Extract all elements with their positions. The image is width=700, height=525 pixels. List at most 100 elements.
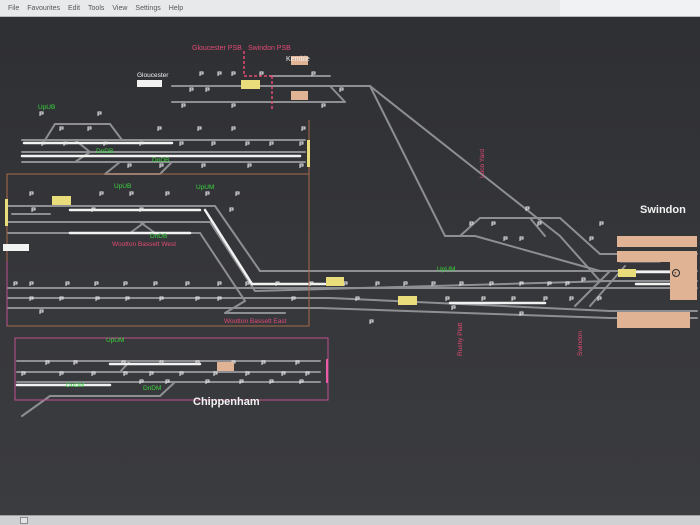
signal-icon[interactable] xyxy=(519,311,524,316)
train-berth[interactable] xyxy=(398,296,417,305)
signal-icon[interactable] xyxy=(245,141,250,146)
signal-icon[interactable] xyxy=(103,141,108,146)
signal-icon[interactable] xyxy=(269,379,274,384)
menu-file[interactable]: File xyxy=(8,4,20,12)
menu-view[interactable]: View xyxy=(112,4,128,12)
train-berth[interactable] xyxy=(618,269,636,277)
signal-icon[interactable] xyxy=(281,371,286,376)
signal-icon[interactable] xyxy=(565,281,570,286)
signal-icon[interactable] xyxy=(205,87,210,92)
signal-icon[interactable] xyxy=(597,296,602,301)
signal-icon[interactable] xyxy=(41,141,46,146)
signal-icon[interactable] xyxy=(431,281,436,286)
signal-icon[interactable] xyxy=(481,296,486,301)
signal-icon[interactable] xyxy=(94,281,99,286)
signal-icon[interactable] xyxy=(39,111,44,116)
signal-icon[interactable] xyxy=(339,87,344,92)
signal-icon[interactable] xyxy=(375,281,380,286)
signal-icon[interactable] xyxy=(179,371,184,376)
signal-icon[interactable] xyxy=(63,141,68,146)
signal-icon[interactable] xyxy=(305,371,310,376)
signal-icon[interactable] xyxy=(211,141,216,146)
signal-icon[interactable] xyxy=(73,360,78,365)
signal-icon[interactable] xyxy=(269,141,274,146)
signal-icon[interactable] xyxy=(311,71,316,76)
train-berth[interactable] xyxy=(326,277,344,286)
signal-icon[interactable] xyxy=(165,379,170,384)
signal-icon[interactable] xyxy=(547,281,552,286)
signal-icon[interactable] xyxy=(275,281,280,286)
signal-icon[interactable] xyxy=(201,163,206,168)
signal-icon[interactable] xyxy=(459,281,464,286)
signal-icon[interactable] xyxy=(29,281,34,286)
train-berth[interactable] xyxy=(52,196,71,205)
signal-icon[interactable] xyxy=(91,371,96,376)
signal-icon[interactable] xyxy=(39,309,44,314)
signal-icon[interactable] xyxy=(229,207,234,212)
signal-icon[interactable] xyxy=(295,360,300,365)
signal-icon[interactable] xyxy=(217,281,222,286)
signal-icon[interactable] xyxy=(181,103,186,108)
signal-icon[interactable] xyxy=(121,360,126,365)
signal-icon[interactable] xyxy=(239,379,244,384)
signal-icon[interactable] xyxy=(491,221,496,226)
signal-icon[interactable] xyxy=(235,191,240,196)
signal-icon[interactable] xyxy=(247,163,252,168)
menu-favourites[interactable]: Favourites xyxy=(27,4,60,12)
signal-icon[interactable] xyxy=(403,281,408,286)
signal-icon[interactable] xyxy=(299,141,304,146)
signal-icon[interactable] xyxy=(599,221,604,226)
signal-icon[interactable] xyxy=(159,163,164,168)
signal-icon[interactable] xyxy=(291,296,296,301)
menu-settings[interactable]: Settings xyxy=(135,4,161,12)
signal-icon[interactable] xyxy=(31,207,36,212)
signal-icon[interactable] xyxy=(217,296,222,301)
signal-icon[interactable] xyxy=(469,221,474,226)
signal-icon[interactable] xyxy=(369,319,374,324)
train-berth[interactable] xyxy=(241,80,260,89)
signal-icon[interactable] xyxy=(59,371,64,376)
signal-icon[interactable] xyxy=(157,126,162,131)
signal-icon[interactable] xyxy=(199,71,204,76)
signal-icon[interactable] xyxy=(125,296,130,301)
signal-icon[interactable] xyxy=(511,296,516,301)
signal-icon[interactable] xyxy=(95,296,100,301)
signal-icon[interactable] xyxy=(217,71,222,76)
signal-icon[interactable] xyxy=(29,296,34,301)
signal-icon[interactable] xyxy=(445,296,450,301)
signal-icon[interactable] xyxy=(355,296,360,301)
signal-icon[interactable] xyxy=(519,281,524,286)
signal-icon[interactable] xyxy=(139,141,144,146)
signal-icon[interactable] xyxy=(195,296,200,301)
signal-icon[interactable] xyxy=(489,281,494,286)
signal-icon[interactable] xyxy=(185,281,190,286)
signal-icon[interactable] xyxy=(537,221,542,226)
signal-icon[interactable] xyxy=(91,207,96,212)
signal-icon[interactable] xyxy=(65,281,70,286)
signal-icon[interactable] xyxy=(525,206,530,211)
signal-icon[interactable] xyxy=(179,141,184,146)
signal-icon[interactable] xyxy=(301,126,306,131)
signal-icon[interactable] xyxy=(589,236,594,241)
signal-icon[interactable] xyxy=(231,126,236,131)
signal-icon[interactable] xyxy=(159,296,164,301)
signal-icon[interactable] xyxy=(149,371,154,376)
signal-icon[interactable] xyxy=(59,296,64,301)
signal-icon[interactable] xyxy=(343,281,348,286)
signal-icon[interactable] xyxy=(569,296,574,301)
signal-icon[interactable] xyxy=(581,277,586,282)
scroll-left-button[interactable] xyxy=(20,517,28,524)
menu-tools[interactable]: Tools xyxy=(88,4,105,12)
signal-icon[interactable] xyxy=(123,371,128,376)
menu-help[interactable]: Help xyxy=(168,4,184,12)
signal-icon[interactable] xyxy=(259,71,264,76)
signal-icon[interactable] xyxy=(29,191,34,196)
signal-icon[interactable] xyxy=(299,379,304,384)
signal-icon[interactable] xyxy=(503,236,508,241)
signal-icon[interactable] xyxy=(299,163,304,168)
signal-icon[interactable] xyxy=(245,371,250,376)
signal-icon[interactable] xyxy=(519,236,524,241)
signal-icon[interactable] xyxy=(197,126,202,131)
signal-icon[interactable] xyxy=(231,103,236,108)
signal-icon[interactable] xyxy=(205,191,210,196)
